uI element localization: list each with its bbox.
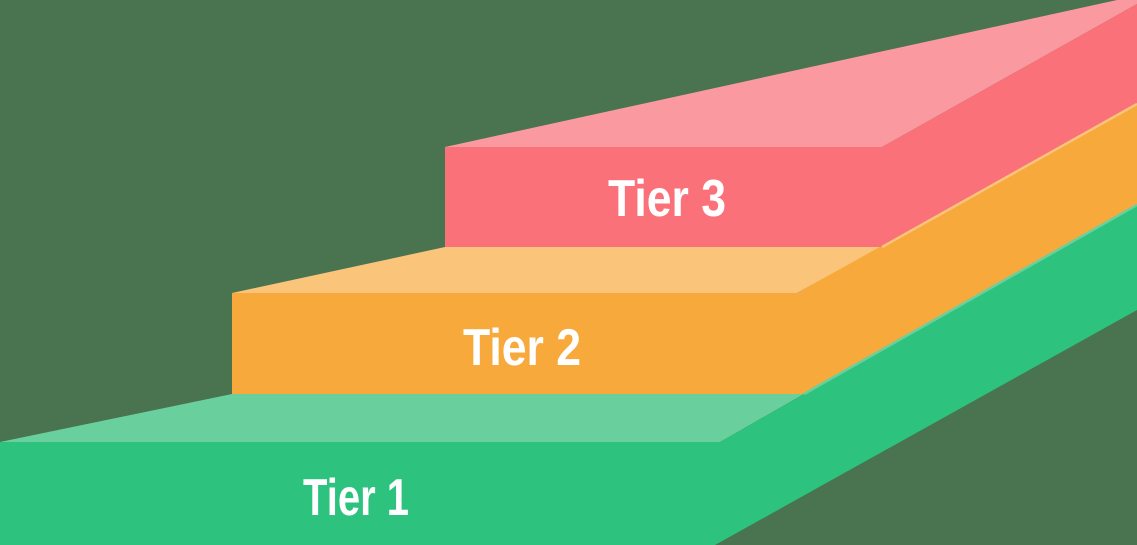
- tier-2: Tier 2: [232, 104, 1137, 394]
- tier-2-front-face: [232, 104, 1137, 394]
- tier-2-top-face: [232, 247, 882, 293]
- tier-3-label: Tier 3: [608, 170, 726, 228]
- tier-2-label: Tier 2: [463, 319, 581, 377]
- tier-1: Tier 1: [0, 205, 1137, 545]
- tier-3: Tier 3: [445, 0, 1137, 247]
- tier-1-edge-highlight: [803, 203, 1137, 396]
- tier-2-edge-highlight: [881, 102, 1137, 249]
- tier-1-front-face: [0, 205, 1137, 545]
- edge-highlights: [803, 102, 1137, 396]
- tier-1-label: Tier 1: [303, 469, 409, 527]
- tier-3-top-face: [445, 0, 1137, 147]
- tier-1-top-face: [0, 394, 804, 442]
- tier-3-front-face: [445, 4, 1137, 247]
